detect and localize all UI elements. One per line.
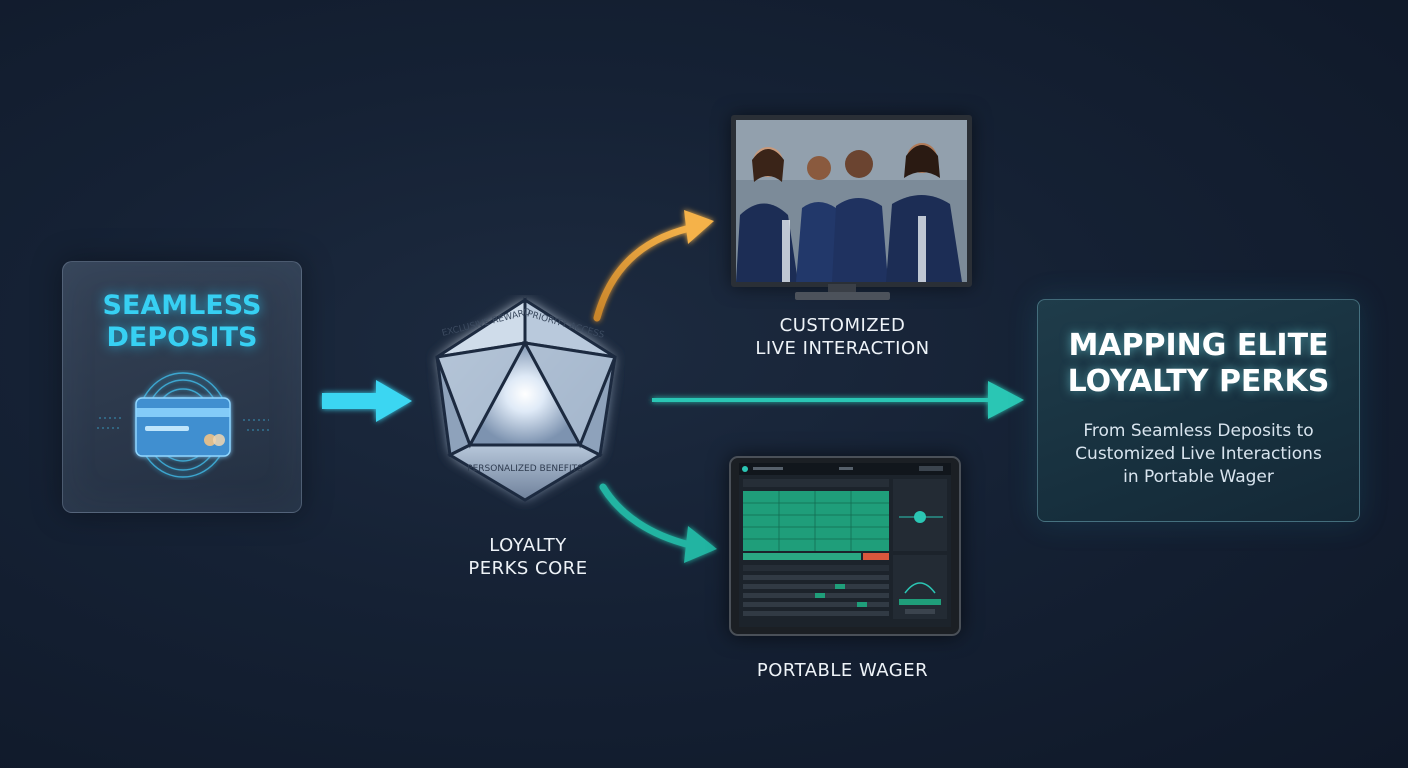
- core-label-line2: PERKS CORE: [468, 558, 588, 579]
- core-label-line1: LOYALTY: [489, 535, 567, 556]
- tablet-screen: [739, 463, 951, 627]
- portable-wager-tablet: [729, 456, 961, 636]
- seamless-deposits-card: SEAMLESS DEPOSITS: [62, 261, 302, 513]
- portable-wager-label: PORTABLE WAGER: [720, 659, 965, 682]
- wager-dashboard-illustration: [739, 463, 951, 619]
- result-title-line1: MAPPING ELITE: [1068, 328, 1329, 363]
- live-hosts-illustration: [736, 120, 967, 282]
- arrow-core-to-result: [652, 381, 1024, 419]
- result-subtitle-line1: From Seamless Deposits to: [1083, 421, 1314, 441]
- deposit-title-line1: SEAMLESS: [102, 290, 262, 321]
- wager-label-text: PORTABLE WAGER: [756, 660, 929, 681]
- seamless-deposits-title: SEAMLESS DEPOSITS: [63, 290, 301, 354]
- card-fingerprint-icon: [97, 372, 271, 478]
- host-figures: [736, 143, 962, 282]
- loyalty-perks-core-label: LOYALTY PERKS CORE: [438, 534, 618, 580]
- arrow-core-to-wager: [599, 483, 717, 563]
- mapping-elite-loyalty-perks-panel: MAPPING ELITE LOYALTY PERKS From Seamles…: [1037, 299, 1360, 522]
- live-label-line2: LIVE INTERACTION: [755, 338, 930, 359]
- tv-stand: [795, 284, 890, 300]
- live-label-line1: CUSTOMIZED: [779, 315, 906, 336]
- live-interaction-tv: [731, 115, 972, 287]
- result-title-line2: LOYALTY PERKS: [1067, 364, 1330, 399]
- result-title: MAPPING ELITE LOYALTY PERKS: [1038, 328, 1359, 400]
- result-subtitle-line2: Customized Live Interactions: [1075, 444, 1322, 464]
- deposit-title-line2: DEPOSITS: [106, 322, 258, 353]
- result-subtitle-line3: in Portable Wager: [1123, 467, 1274, 487]
- customized-live-interaction-label: CUSTOMIZED LIVE INTERACTION: [720, 314, 965, 360]
- tv-screen: [736, 120, 967, 282]
- arrow-deposit-to-core: [322, 380, 412, 422]
- facet-personalized-benefits: PERSONALIZED BENEFITS: [467, 464, 583, 474]
- arrow-core-to-live: [593, 210, 714, 322]
- loyalty-perks-core-gem: EXCLUSIVE REWARD PRIORITY ACCESS PERSONA…: [434, 297, 618, 502]
- result-subtitle: From Seamless Deposits to Customized Liv…: [1038, 420, 1359, 489]
